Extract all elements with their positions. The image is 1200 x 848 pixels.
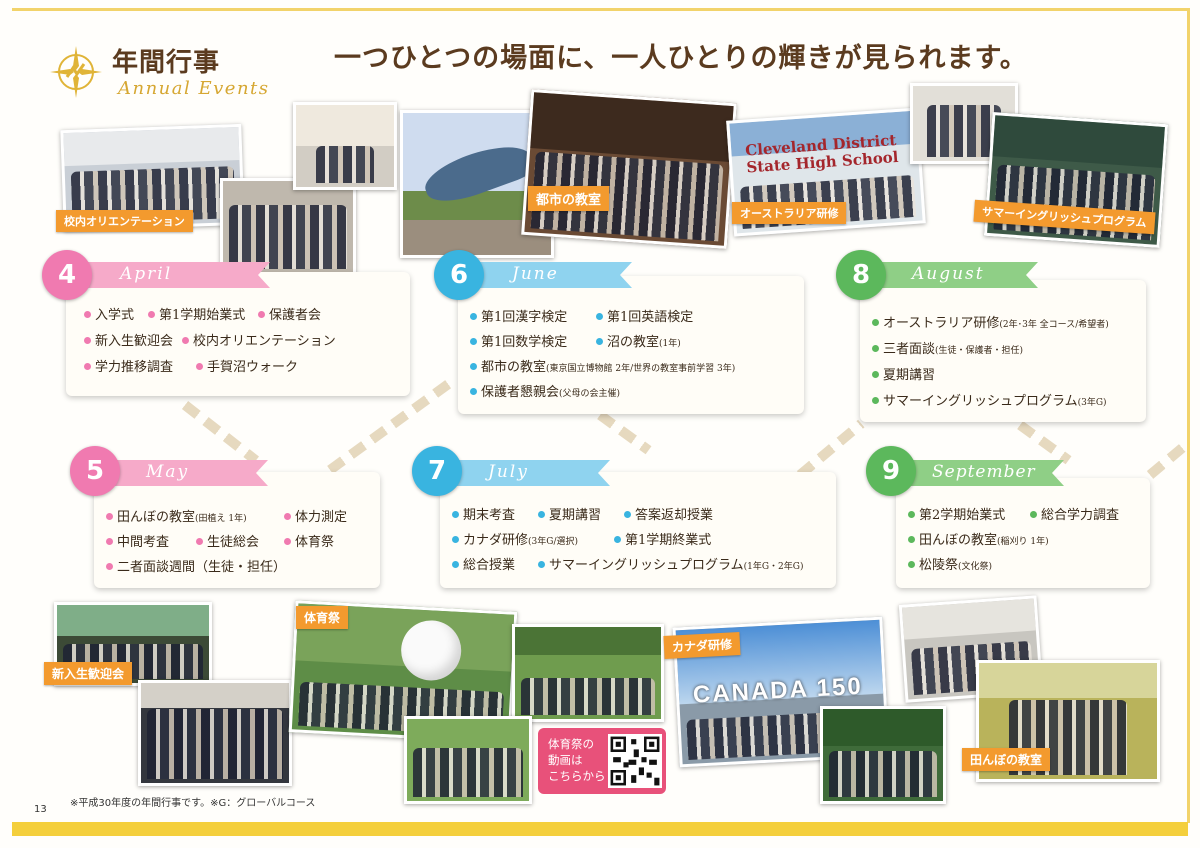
month-card-july [440, 472, 836, 588]
caption-city-classroom: 都市の教室 [528, 186, 610, 211]
compass-logo-icon [50, 46, 102, 98]
event-item: 三者面談(生徒・保護者・担任) [872, 338, 1023, 357]
page-number: 13 [34, 804, 47, 815]
event-item: 二者面談週間（生徒・担任） [106, 556, 286, 575]
event-item: 答案返却授業 [624, 504, 713, 523]
timeline-connector [181, 401, 259, 465]
month-number-may: 5 [70, 446, 120, 496]
event-item: 第1回英語検定 [596, 306, 693, 325]
photo-hallway [293, 102, 397, 190]
event-item: 入学式 [84, 304, 134, 323]
event-item: 第1学期終業式 [614, 529, 711, 548]
photo-canada-group [820, 706, 946, 804]
page-headline: 一つひとつの場面に、一人ひとりの輝きが見られます。 [334, 43, 1028, 74]
month-ribbon-april: April [70, 262, 270, 288]
caption-rice-field: 田んぼの教室 [962, 748, 1051, 771]
event-item: 学力推移調査 [84, 356, 173, 375]
event-item: 第1回数学検定 [470, 331, 567, 350]
month-card-may [94, 472, 380, 588]
caption-canada: カナダ研修 [663, 632, 741, 659]
event-item: 校内オリエンテーション [182, 330, 336, 349]
photo-city-classroom [521, 88, 737, 250]
month-number-july: 7 [412, 446, 462, 496]
photo-sports-run [404, 716, 532, 804]
timeline-connector [597, 410, 652, 455]
qr-text: 体育祭の 動画は こちらから [548, 737, 606, 783]
event-item: 都市の教室(東京国立博物館 2年/世界の教室事前学習 3年) [470, 356, 735, 375]
month-ribbon-september: September [892, 460, 1064, 486]
caption-orientation: 校内オリエンテーション [56, 210, 193, 232]
month-card-april [66, 272, 410, 396]
photo-welcome-stage [54, 602, 212, 686]
event-item: オーストラリア研修(2年･3年 全コース/希望者) [872, 312, 1109, 331]
top-border [12, 8, 1188, 11]
event-item: 総合授業 [452, 554, 515, 573]
month-number-september: 9 [866, 446, 916, 496]
month-ribbon-august: August [862, 262, 1038, 288]
month-ribbon-may: May [96, 460, 268, 486]
qr-code-icon[interactable] [608, 734, 662, 788]
timeline-connector [796, 419, 865, 479]
event-item: 中間考査 [106, 531, 169, 550]
footer-note: ※平成30年度の年間行事です。※G：グローバルコース [70, 798, 316, 809]
caption-australia: オーストラリア研修 [732, 202, 847, 224]
event-item: カナダ研修(3年G/選択) [452, 529, 578, 548]
month-ribbon-june: June [462, 262, 632, 288]
photo-welcome-audience [138, 680, 292, 786]
month-ribbon-july: July [438, 460, 610, 486]
timeline-connector [1017, 420, 1072, 465]
bottom-bar [12, 822, 1188, 836]
event-item: 手賀沼ウォーク [196, 356, 298, 375]
event-item: 期末考査 [452, 504, 515, 523]
photo-sports-circle [512, 624, 664, 722]
event-item: 体力測定 [284, 506, 347, 525]
timeline-connector [1146, 442, 1188, 479]
caption-welcome: 新入生歓迎会 [44, 662, 133, 685]
event-item: 第1学期始業式 [148, 304, 245, 323]
month-number-april: 4 [42, 250, 92, 300]
photo-students-group [220, 178, 356, 276]
event-item: 新入生歓迎会 [84, 330, 173, 349]
event-item: 田んぼの教室(稲刈り 1年) [908, 529, 1049, 548]
event-item: 総合学力調査 [1030, 504, 1119, 523]
qr-promo: 体育祭の 動画は こちらから [538, 728, 666, 794]
event-item: サマーイングリッシュプログラム(1年G・2年G) [538, 554, 803, 573]
event-item: 第2学期始業式 [908, 504, 1005, 523]
event-item: 保護者会 [258, 304, 321, 323]
event-item: 生徒総会 [196, 531, 259, 550]
event-item: 夏期講習 [872, 364, 935, 383]
month-number-august: 8 [836, 250, 886, 300]
event-item: 夏期講習 [538, 504, 601, 523]
section-title: 年間行事 [112, 48, 221, 78]
month-card-september [896, 478, 1150, 588]
section-title-english: Annual Events [118, 78, 270, 99]
event-item: 保護者懇親会(父母の会主催) [470, 381, 620, 400]
month-card-june [458, 276, 804, 414]
month-card-august [860, 280, 1146, 422]
event-item: 沼の教室(1年) [596, 331, 681, 350]
event-item: 第1回漢字検定 [470, 306, 567, 325]
month-number-june: 6 [434, 250, 484, 300]
caption-sports-day: 体育祭 [296, 606, 349, 629]
event-item: 田んぼの教室(田植え 1年) [106, 506, 247, 525]
event-item: 体育祭 [284, 531, 334, 550]
event-item: サマーイングリッシュプログラム(3年G) [872, 390, 1107, 409]
right-border [1187, 8, 1190, 823]
event-item: 松陵祭(文化祭) [908, 554, 992, 573]
